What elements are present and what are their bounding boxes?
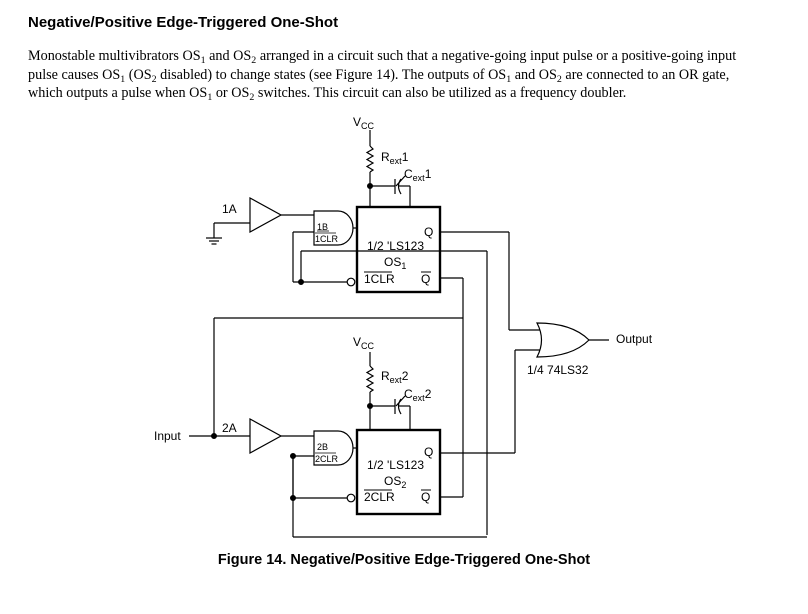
rext2-label: Rext2 (381, 369, 409, 385)
vcc-label-2: VCC (353, 335, 375, 351)
or-gate-74ls32 (536, 322, 590, 358)
chip2-clr-label: 2CLR (364, 490, 395, 504)
cext1-label: Cext1 (404, 167, 432, 183)
ls123-chip-2 (355, 428, 442, 516)
chip1-q-label: Q (424, 225, 433, 239)
and-gate-1 (313, 210, 354, 246)
pin-1clr-and-label: 1CLR (315, 234, 339, 244)
description-paragraph: Monostable multivibrators OS1 and OS2 ar… (28, 47, 798, 103)
ground-symbol (206, 222, 250, 245)
cext2-label: Cext2 (404, 387, 432, 403)
pin-2a-label: 2A (222, 421, 237, 435)
chip1-os-label: OS1 (384, 255, 406, 271)
chip1-name: 1/2 'LS123 (367, 239, 424, 253)
resistor-rext2 (365, 365, 375, 430)
ls123-chip-1 (355, 205, 442, 294)
resistor-rext1 (365, 145, 375, 207)
chip2-name: 1/2 'LS123 (367, 458, 424, 472)
pin-1b-label: 1B (317, 222, 328, 232)
chip1-qbar-label: Q (421, 272, 430, 286)
chip1-clr-label: 1CLR (364, 272, 395, 286)
capacitor-cext1 (370, 175, 411, 207)
section-title: Negative/Positive Edge-Triggered One-Sho… (28, 14, 339, 31)
output-label: Output (616, 332, 653, 346)
buffer-1a (249, 196, 283, 234)
inversion-bubble (346, 493, 356, 503)
rext1-label: Rext1 (381, 150, 409, 166)
chip2-qbar-label: Q (421, 490, 430, 504)
pin-2clr-and-label: 2CLR (315, 454, 339, 464)
and-gate-2 (313, 430, 354, 466)
junction-dot (367, 183, 374, 190)
junction-dot (367, 403, 374, 410)
description-line-2: pulse causes OS1 (OS2 disabled) to chang… (28, 66, 730, 85)
circuit-diagram: VCC Rext1 Cext1 1A 1B 1CLR Q 1/2 'LS123 … (154, 115, 653, 538)
pin-1a-label: 1A (222, 202, 237, 216)
junction-dot (298, 279, 305, 286)
chip2-os-label: OS2 (384, 474, 406, 490)
capacitor-cext2 (370, 395, 411, 430)
figure-caption: Figure 14. Negative/Positive Edge-Trigge… (217, 552, 591, 568)
description-line-1: Monostable multivibrators OS1 and OS2 ar… (28, 48, 737, 66)
pin-2b-label: 2B (317, 442, 328, 452)
input-label: Input (154, 429, 181, 443)
chip2-q-label: Q (424, 445, 433, 459)
description-line-3: which outputs a pulse when OS1 or OS2 sw… (28, 85, 627, 103)
or-gate-label: 1/4 74LS32 (527, 363, 589, 377)
vcc-label-1: VCC (353, 115, 375, 131)
inversion-bubble (346, 277, 356, 287)
buffer-2a (249, 417, 283, 455)
